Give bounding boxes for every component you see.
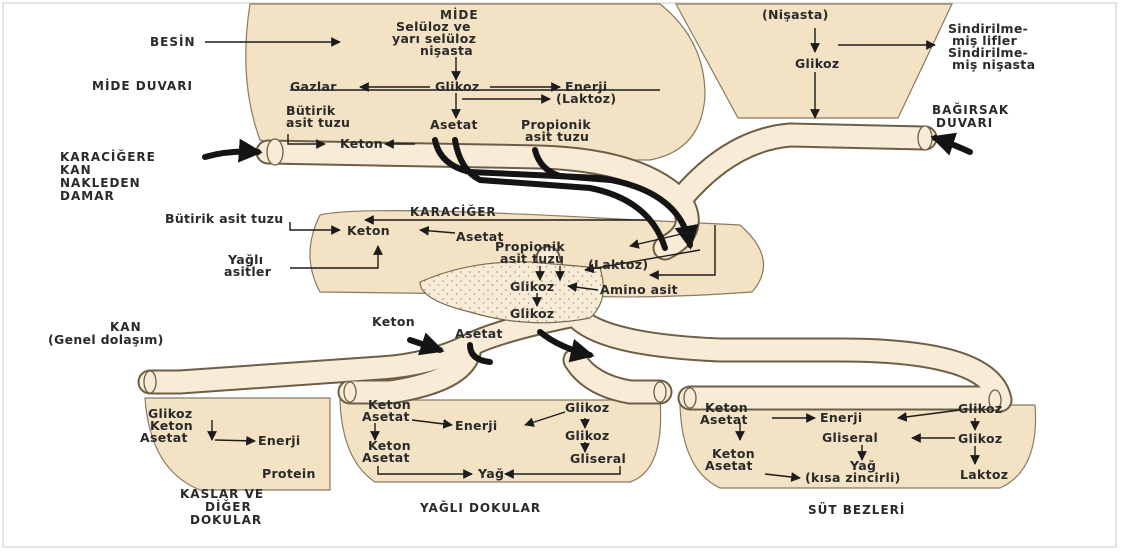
label-sb-asetat2: Asetat: [705, 458, 753, 473]
label-karacigere-1: KARACİĞERE: [60, 149, 156, 164]
label-yagli-dokular: YAĞLI DOKULAR: [419, 500, 541, 515]
label-keton-kan: Keton: [372, 314, 415, 329]
label-sb-asetat1: Asetat: [700, 412, 748, 427]
label-laktoz-mide: (Laktoz): [556, 91, 616, 106]
label-yagli-2: asitler: [224, 264, 272, 279]
label-nisasta-mid: nişasta: [420, 43, 473, 58]
label-sb-enerji: Enerji: [820, 410, 862, 425]
label-yd-asetat2: Asetat: [362, 450, 410, 465]
label-kas-protein: Protein: [262, 466, 316, 481]
label-keton-karaciger: Keton: [347, 223, 390, 238]
label-bagirsak-1: BAĞIRSAK: [932, 102, 1009, 117]
label-sb-gliseral: Gliseral: [822, 430, 878, 445]
label-karacigere-2: KAN: [60, 163, 92, 177]
label-glikoz-bagirsak: Glikoz: [795, 56, 839, 71]
label-mide-duvari: MİDE DUVARI: [92, 78, 193, 93]
label-butirik-karaciger: Bütirik asit tuzu: [165, 211, 283, 226]
label-sut-bezleri: SÜT BEZLERİ: [808, 502, 905, 517]
label-glikoz-k2: Glikoz: [510, 306, 554, 321]
label-sb-glikoz1: Glikoz: [958, 401, 1002, 416]
label-propionik-k2: asit tuzu: [500, 251, 564, 266]
label-yd-yag: Yağ: [477, 466, 504, 481]
label-kas-enerji: Enerji: [258, 433, 300, 448]
label-glikoz-mide: Glikoz: [435, 79, 479, 94]
label-butirik-2: asit tuzu: [286, 115, 350, 130]
label-sb-laktoz: Laktoz: [960, 467, 1008, 482]
label-kaslar-3: DOKULAR: [190, 513, 262, 527]
label-laktoz-karaciger: (Laktoz): [588, 257, 648, 272]
label-sb-kisa: (kısa zincirli): [805, 470, 901, 485]
label-karaciger: KARACİĞER: [410, 204, 497, 219]
blood-vessel-network: [144, 126, 1001, 410]
label-propionik-2: asit tuzu: [525, 129, 589, 144]
label-yd-asetat1: Asetat: [362, 409, 410, 424]
label-kas-asetat: Asetat: [140, 430, 188, 445]
label-amino-asit: Amino asit: [600, 282, 678, 297]
label-kaslar-2: DİĞER: [205, 499, 252, 514]
label-sindirilmemis-nisasta-2: miş nişasta: [952, 57, 1035, 72]
label-yd-glikoz2: Glikoz: [565, 428, 609, 443]
label-keton-mide: Keton: [340, 136, 383, 151]
label-besin: BESİN: [150, 34, 196, 49]
label-kan-2: (Genel dolaşım): [48, 332, 164, 347]
label-kaslar-1: KASLAR VE: [180, 487, 264, 501]
label-gazlar: Gazlar: [290, 79, 337, 94]
label-karacigere-3: NAKLEDEN: [60, 176, 141, 190]
label-sb-glikoz2: Glikoz: [958, 431, 1002, 446]
label-karacigere-4: DAMAR: [60, 189, 115, 203]
label-yd-glikoz1: Glikoz: [565, 400, 609, 415]
label-asetat-mide: Asetat: [430, 117, 478, 132]
label-yd-enerji: Enerji: [455, 418, 497, 433]
label-glikoz-k1: Glikoz: [510, 279, 554, 294]
label-asetat-kan: Asetat: [455, 326, 503, 341]
label-nisasta-top: (Nişasta): [762, 7, 829, 22]
label-yd-gliseral: Gliseral: [570, 451, 626, 466]
label-bagirsak-2: DUVARI: [936, 116, 993, 130]
